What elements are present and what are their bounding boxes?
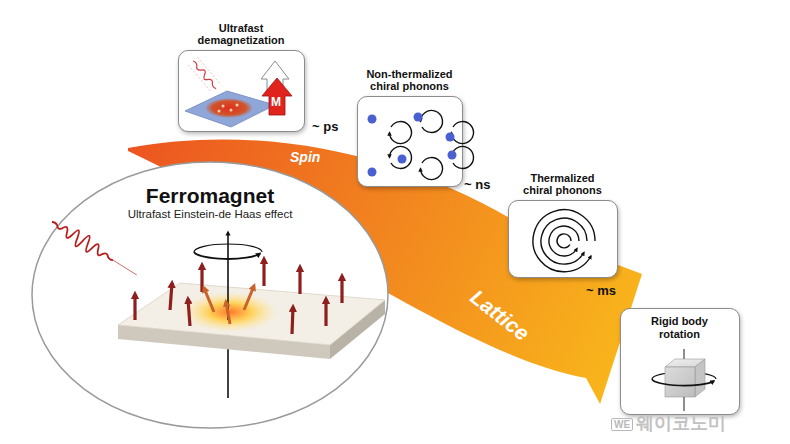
magnetization-symbol: M [271, 96, 281, 109]
stage-box: Non-thermalized chiral phonons [357, 96, 463, 187]
text-group: FerromagnetUltrafast Einstein-de Haas ef… [30, 184, 390, 221]
time-scale: ~ ns [464, 178, 490, 192]
flow-label: Spin [290, 150, 320, 165]
box-heading: Rigid body rotation [630, 315, 730, 340]
box-heading: Thermalized chiral phonons [517, 172, 609, 197]
box-heading: Ultrafast demagnetization [186, 22, 296, 47]
watermark: 웨이코노미 [636, 414, 726, 434]
thermalized-phonon-icon [509, 201, 619, 279]
stage-box: Rigid body rotation [620, 308, 740, 415]
time-scale: ~ ps [312, 120, 338, 134]
watermark: WE [611, 418, 633, 431]
demagnetization-icon [179, 51, 306, 133]
node-title: Ferromagnet [30, 184, 390, 208]
node-subtitle: Ultrafast Einstein-de Haas effect [30, 208, 390, 221]
chiral-phonon-icon [358, 97, 464, 188]
stage-box: Thermalized chiral phonons [508, 200, 618, 278]
time-scale: ~ ms [586, 284, 616, 298]
stage-box: Ultrafast demagnetization [178, 50, 305, 132]
box-heading: Non-thermalized chiral phonons [360, 68, 460, 93]
ferromagnet-ellipse: FerromagnetUltrafast Einstein-de Haas ef… [30, 160, 390, 430]
